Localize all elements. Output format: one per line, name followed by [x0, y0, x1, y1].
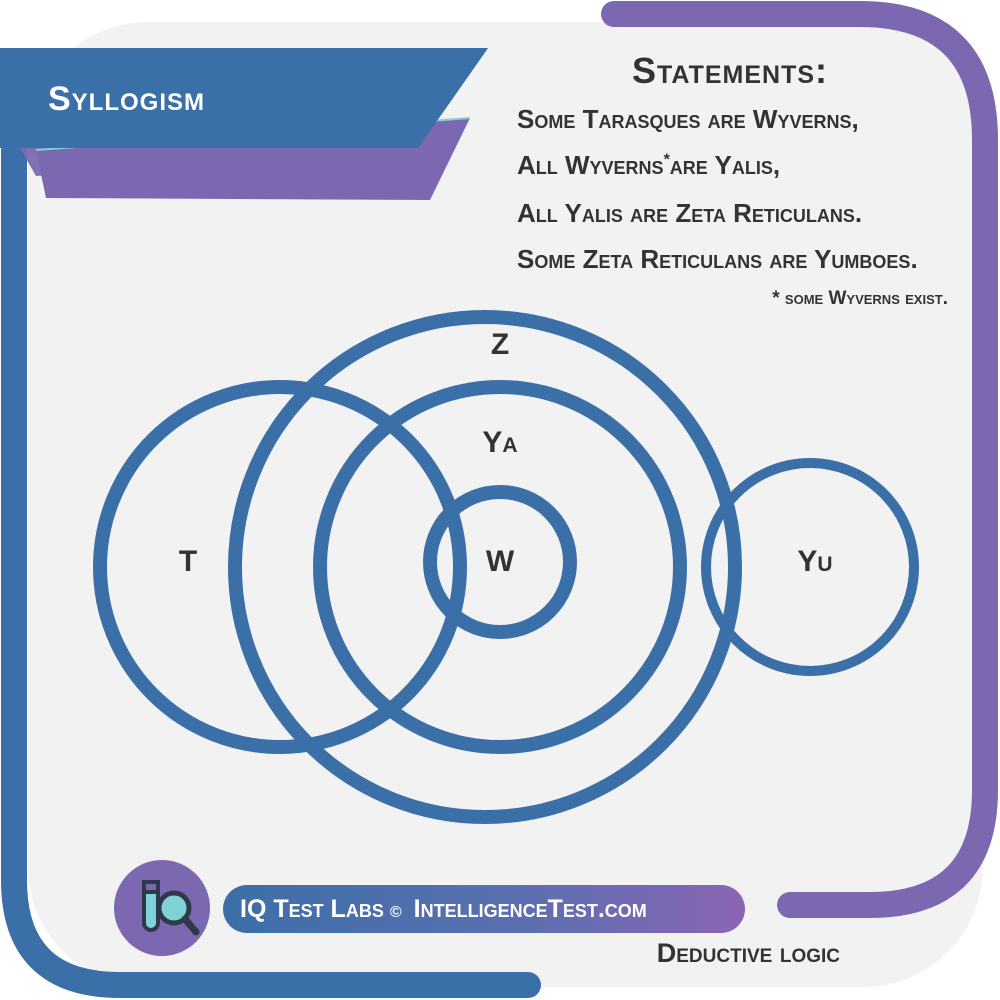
label-w: W	[485, 545, 515, 578]
label-ya: YA	[482, 426, 518, 459]
statements-heading: Statements:	[631, 50, 829, 91]
site-link[interactable]: IntelligenceTest.com	[413, 895, 647, 923]
statement-2-text-end: are Yalis,	[669, 150, 781, 180]
statement-4-text: Some Zeta Reticulans are Yumboes.	[517, 244, 918, 274]
circle-t	[93, 380, 467, 754]
brand-text: IQ Test Labs © IntelligenceTest.com	[240, 895, 647, 924]
copyright-mark: ©	[389, 904, 402, 921]
statement-3-text: All Yalis are Zeta Reticulans.	[517, 198, 863, 228]
circle-w	[423, 485, 577, 639]
statement-2: All Wyverns*are Yalis,	[517, 150, 780, 181]
logo	[114, 860, 210, 956]
circle-yu	[701, 458, 919, 676]
statement-1: Some Tarasques are Wyverns,	[517, 104, 859, 135]
circle-z	[228, 310, 742, 824]
statement-2-text: All Wyverns	[517, 150, 664, 180]
statement-4: Some Zeta Reticulans are Yumboes.	[517, 244, 918, 275]
brand-pill	[223, 885, 745, 933]
label-z: Z	[490, 328, 510, 361]
asterisk-marker: *	[663, 151, 670, 169]
magnifier-flask-icon	[142, 880, 200, 936]
statement-3: All Yalis are Zeta Reticulans.	[517, 198, 862, 229]
banner-title: Syllogism	[48, 80, 206, 118]
circle-ya	[313, 380, 687, 754]
footnote: * some Wyverns exist.	[772, 288, 948, 309]
label-t: T	[178, 545, 198, 578]
brand-name: IQ Test Labs	[240, 895, 384, 923]
tagline: Deductive logic	[656, 938, 840, 968]
statement-1-text: Some Tarasques are Wyverns,	[517, 104, 859, 134]
label-yu: YU	[797, 545, 833, 578]
